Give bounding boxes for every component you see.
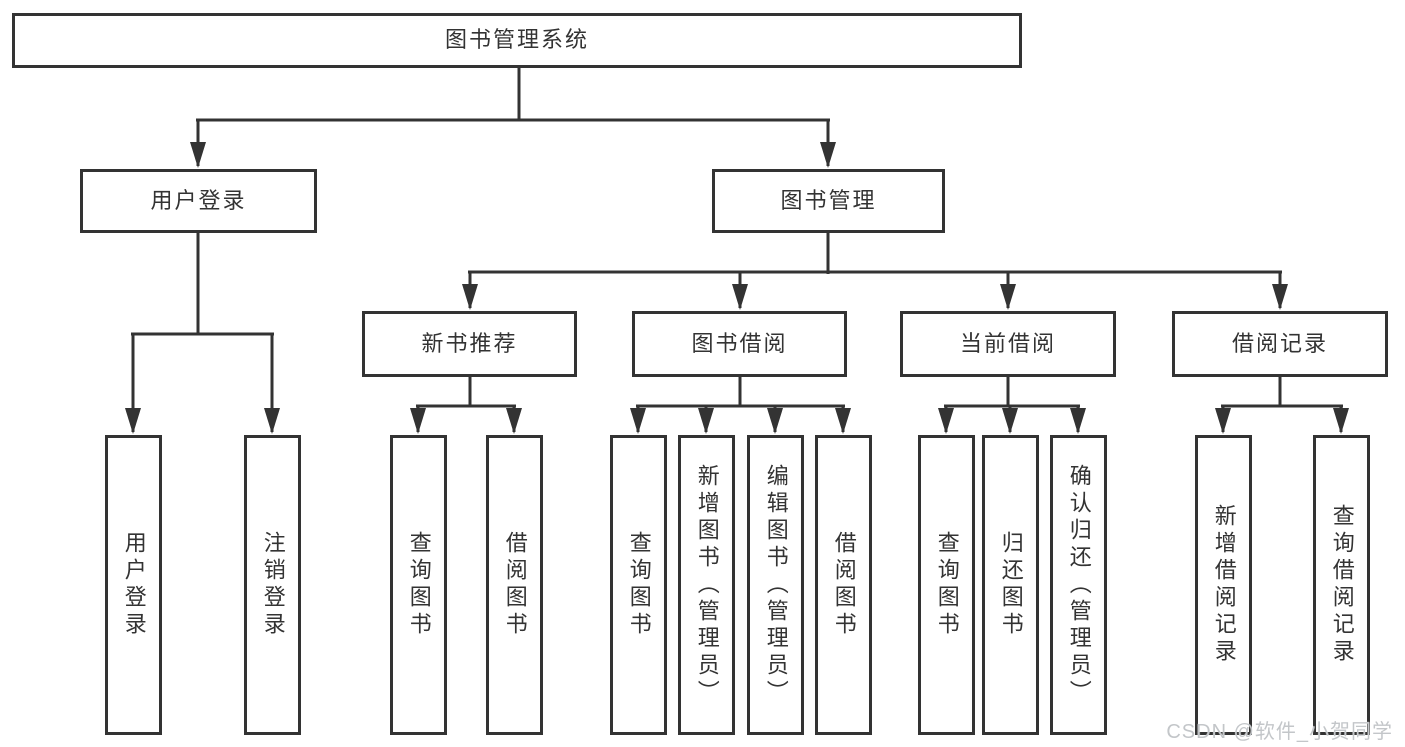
leaf-confirm-return-admin-label: 确认归还（管理员） — [1066, 463, 1092, 707]
leaf-query-book-recommend: 查询图书 — [390, 435, 447, 735]
node-book-borrow: 图书借阅 — [632, 311, 847, 377]
leaf-query-book-current: 查询图书 — [918, 435, 975, 735]
node-current-borrow-label: 当前借阅 — [959, 330, 1056, 356]
node-library-system: 图书管理系统 — [12, 13, 1022, 68]
node-new-book-recommend-label: 新书推荐 — [421, 330, 518, 356]
leaf-query-book-borrow: 查询图书 — [610, 435, 667, 735]
leaf-add-book-admin-label: 新增图书（管理员） — [694, 463, 720, 707]
leaf-query-book-recommend-label: 查询图书 — [406, 531, 432, 639]
leaf-edit-book-admin-label: 编辑图书（管理员） — [763, 463, 789, 707]
leaf-borrow-book-recommend-label: 借阅图书 — [502, 531, 528, 639]
leaf-add-borrow-record: 新增借阅记录 — [1195, 435, 1252, 735]
node-library-system-label: 图书管理系统 — [444, 27, 589, 53]
node-borrow-record-label: 借阅记录 — [1231, 330, 1328, 356]
leaf-user-login: 用户登录 — [105, 435, 162, 735]
leaf-return-book-label: 归还图书 — [998, 531, 1024, 639]
leaf-query-borrow-record: 查询借阅记录 — [1313, 435, 1370, 735]
leaf-logout: 注销登录 — [244, 435, 301, 735]
leaf-borrow-book-label: 借阅图书 — [831, 531, 857, 639]
leaf-add-borrow-record-label: 新增借阅记录 — [1211, 504, 1237, 666]
node-user-login-label: 用户登录 — [150, 187, 247, 213]
node-user-login: 用户登录 — [80, 169, 317, 233]
leaf-return-book: 归还图书 — [982, 435, 1039, 735]
node-borrow-record: 借阅记录 — [1172, 311, 1388, 377]
node-new-book-recommend: 新书推荐 — [362, 311, 577, 377]
csdn-watermark: CSDN @软件_小贺同学 — [1166, 721, 1393, 743]
leaf-borrow-book: 借阅图书 — [815, 435, 872, 735]
leaf-query-borrow-record-label: 查询借阅记录 — [1329, 504, 1355, 666]
leaf-logout-label: 注销登录 — [260, 531, 286, 639]
node-book-borrow-label: 图书借阅 — [691, 330, 788, 356]
node-book-management: 图书管理 — [712, 169, 945, 233]
leaf-confirm-return-admin: 确认归还（管理员） — [1050, 435, 1107, 735]
leaf-borrow-book-recommend: 借阅图书 — [486, 435, 543, 735]
leaf-query-book-borrow-label: 查询图书 — [626, 531, 652, 639]
leaf-query-book-current-label: 查询图书 — [934, 531, 960, 639]
leaf-user-login-label: 用户登录 — [121, 531, 147, 639]
node-current-borrow: 当前借阅 — [900, 311, 1116, 377]
leaf-add-book-admin: 新增图书（管理员） — [678, 435, 735, 735]
node-book-management-label: 图书管理 — [780, 187, 877, 213]
leaf-edit-book-admin: 编辑图书（管理员） — [747, 435, 804, 735]
